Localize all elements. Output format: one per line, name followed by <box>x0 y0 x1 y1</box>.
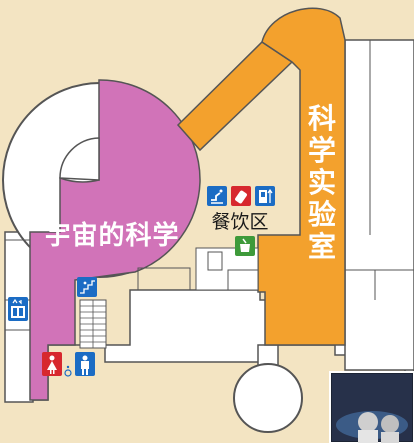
inner-alcove <box>59 137 100 181</box>
science-lab-char-2: 学 <box>308 134 336 167</box>
science-lab-char-1: 科 <box>308 102 336 135</box>
restroom-female-icon[interactable] <box>42 352 62 376</box>
elevator-icon[interactable] <box>8 297 28 321</box>
cafe-icon[interactable] <box>235 236 255 256</box>
restroom-male-icon[interactable] <box>75 352 95 376</box>
vending-icon[interactable] <box>255 186 275 206</box>
science-lab-label-group: 科 学 实 验 室 <box>308 102 336 263</box>
east-wing <box>344 39 414 371</box>
kitchen-block <box>227 269 259 291</box>
drinking-fountain-icon[interactable] <box>207 186 227 206</box>
science-lab-zone[interactable] <box>257 7 346 346</box>
photo-inset <box>329 371 414 443</box>
dining-area-label: 餐饮区 <box>211 211 268 233</box>
baby-bottle-icon[interactable] <box>231 186 251 206</box>
south-round-room <box>233 363 303 433</box>
space-science-label: 宇宙的科学 <box>44 220 179 251</box>
stairs-icon[interactable] <box>77 277 97 297</box>
staircase <box>79 299 107 349</box>
service-counter <box>207 251 223 271</box>
science-lab-char-3: 实 <box>308 166 336 199</box>
seating-block <box>137 267 191 291</box>
science-lab-char-5: 室 <box>308 230 336 263</box>
wheelchair-icon <box>64 365 72 377</box>
science-lab-char-4: 验 <box>308 198 336 231</box>
